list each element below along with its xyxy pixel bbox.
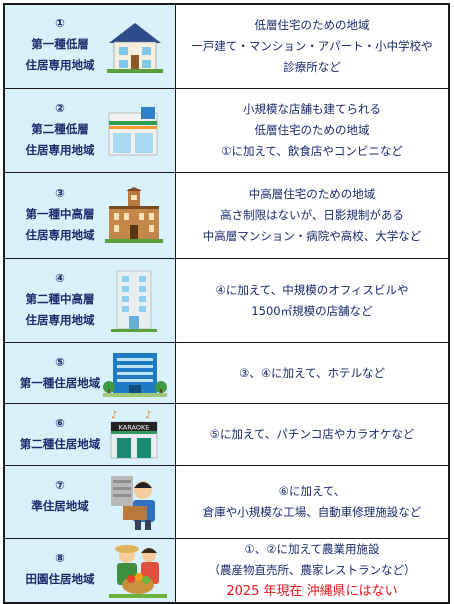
table-row: ① 第一種低層 住居専用地域 低層住宅のための地域 一戸建て・マンション・アパー… — [5, 5, 448, 89]
zone-number: ② — [55, 101, 65, 115]
zone-description-line: ⑥に加えて、 — [278, 484, 346, 498]
zone-number: ⑤ — [55, 355, 65, 369]
zone-description-line: 中高層住宅のための地域 — [248, 187, 376, 201]
table-row: ② 第二種低層 住居専用地域 小規模な店舗も建てられる 低層住宅のための地域 ①… — [5, 89, 448, 173]
worker-carrying-box-icon — [111, 476, 155, 530]
convenience-store-icon — [108, 107, 158, 156]
svg-text:♪: ♪ — [145, 410, 151, 421]
zone-number: ③ — [55, 186, 65, 200]
zone-description-line: （農産物直売所、農家レストランなど） — [208, 563, 416, 577]
karaoke-sign-text: KARAOKE — [119, 424, 150, 432]
university-building-icon — [105, 187, 163, 243]
zone-number: ⑧ — [55, 551, 65, 565]
house-icon — [107, 23, 163, 73]
zone-name-line1: 第一種中高層 — [25, 207, 95, 221]
zone-name-line1: 準住居地域 — [31, 499, 89, 513]
zone-description-line: 診療所など — [283, 60, 341, 74]
zone-name-line1: 第二種低層 — [31, 122, 89, 136]
table-row: ④ 第二種中高層 住居専用地域 ④に加えて、中規模のオフィスビルや 1500㎡規… — [5, 259, 448, 343]
zone-description-line: 一戸建て・マンション・アパート・小中学校や — [191, 39, 433, 53]
office-building-icon — [111, 270, 157, 332]
zone-number: ① — [55, 16, 65, 30]
zone-name-line2: 住居専用地域 — [25, 143, 95, 157]
zone-description-line: ③、④に加えて、ホテルなど — [239, 365, 385, 380]
zone-description-line: 高さ制限はないが、日影規制がある — [220, 208, 404, 222]
zone-description-line: 小規模な店舗も建てられる — [243, 102, 381, 116]
zone-name-line2: 住居専用地域 — [25, 313, 95, 327]
zone-description-line: ⑤に加えて、パチンコ店やカラオケなど — [209, 427, 415, 441]
zone-description-line: 倉庫や小規模な工場、自動車修理施設など — [202, 505, 422, 519]
table-row: ⑦ 準住居地域 ⑥に加えて、 倉庫や小規模な工場、自動車修理施設など — [5, 466, 448, 539]
zone-name-line1: 第二種住居地域 — [19, 437, 101, 451]
svg-text:♪: ♪ — [111, 410, 117, 421]
zone-name-line1: 田園住居地域 — [25, 572, 95, 586]
zone-name-line1: 第一種住居地域 — [19, 376, 101, 390]
okinawa-note: 2025 年現在 沖縄県にはない — [226, 584, 398, 599]
zone-name-line2: 住居専用地域 — [25, 58, 95, 72]
hotel-building-icon — [103, 353, 167, 397]
zone-description-line: ④に加えて、中規模のオフィスビルや — [215, 282, 409, 297]
table-row: ⑥ 第二種住居地域 ♪ ♪ KARAOKE ⑤に加えて、パチンコ店やカラオケなど — [5, 404, 448, 466]
zone-name-line2: 住居専用地域 — [25, 228, 95, 242]
table-row: ③ 第一種中高層 住居専用地域 中高層住宅のための地域 — [5, 173, 448, 259]
zone-description-line: 1500㎡規模の店舗など — [251, 303, 373, 318]
zoning-table: ① 第一種低層 住居専用地域 低層住宅のための地域 一戸建て・マンション・アパー… — [3, 3, 450, 604]
zone-number: ⑦ — [55, 478, 65, 492]
zone-description-line: ①に加えて、飲食店やコンビニなど — [221, 144, 403, 158]
zone-description-line: 低層住宅のための地域 — [254, 18, 370, 32]
zone-name-line1: 第一種低層 — [31, 37, 89, 51]
zone-number: ⑥ — [55, 416, 65, 430]
zone-number: ④ — [55, 271, 65, 285]
zone-description-line: 中高層マンション・病院や高校、大学など — [202, 229, 422, 243]
zone-description-line: 低層住宅のための地域 — [254, 123, 370, 137]
farmers-with-vegetables-icon — [109, 545, 167, 598]
karaoke-shop-icon: ♪ ♪ KARAOKE — [110, 410, 158, 459]
zone-description-line: ①、②に加えて農業用施設 — [244, 542, 380, 556]
table-row: ⑧ 田園住居地域 ①、②に加えて農業用施設 （農産物直売所、農家レストランなど）… — [5, 539, 448, 602]
table-row: ⑤ 第一種住居地域 ③、④に加えて、ホテルなど — [5, 343, 448, 404]
zone-name-line1: 第二種中高層 — [25, 292, 95, 306]
